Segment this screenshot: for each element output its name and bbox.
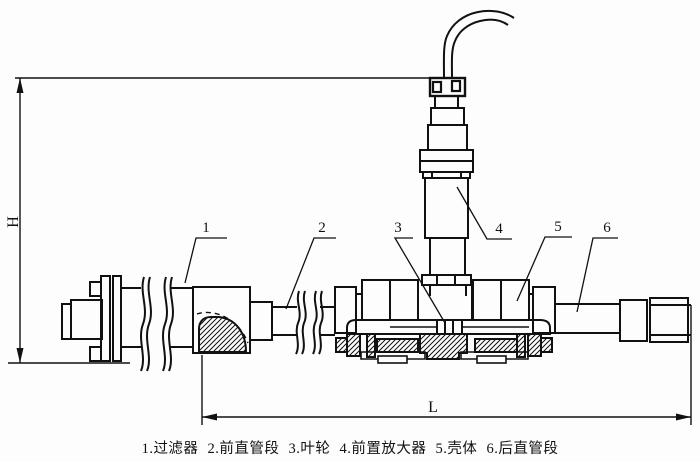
body-foot-right [476, 355, 507, 364]
inlet-fitting [61, 299, 103, 340]
leader-part-5 [516, 236, 572, 302]
leader-part-4 [456, 186, 512, 240]
part-leaders [184, 186, 618, 324]
l-dimension-label: L [428, 399, 438, 416]
impeller-shaft-lines [436, 320, 463, 334]
filter-element [198, 316, 248, 353]
h-dimension [8, 77, 430, 364]
inlet-flange [89, 275, 122, 362]
front-pipe-section [121, 276, 193, 372]
h-arrow-down [16, 348, 24, 363]
body-foot-left [377, 355, 408, 364]
part-label-1: 1 [202, 220, 210, 236]
preamplifier [419, 76, 474, 286]
body-shelf [346, 319, 551, 335]
intermediate-pipe [272, 290, 335, 355]
l-dimension [201, 305, 692, 425]
signal-cable [442, 9, 515, 79]
leader-part-1 [184, 237, 227, 284]
pipe-break-line [146, 276, 152, 372]
part-label-6: 6 [603, 220, 611, 236]
body-stud-right [516, 333, 526, 358]
pipe-break-line [295, 290, 301, 355]
h-arrow-up [16, 78, 24, 93]
part-label-3: 3 [394, 220, 402, 236]
pipe-break-line [168, 276, 174, 372]
pipe-break-line [301, 290, 307, 355]
pipe-break-line [312, 290, 318, 355]
part-label-5: 5 [554, 219, 562, 235]
pipe-break-line [318, 290, 324, 355]
h-dimension-label: H [5, 216, 22, 228]
part-number-labels: 1 2 3 4 5 6 [202, 219, 611, 237]
flange-bolt-top [89, 281, 102, 297]
device-assembly [61, 9, 691, 372]
meter-body [334, 279, 556, 364]
amplifier-neck [429, 238, 466, 275]
filter-housing [192, 286, 273, 354]
amplifier-body [424, 177, 469, 239]
rear-pipe-coupling [619, 299, 648, 342]
pipe-break-line [162, 276, 168, 372]
l-arrow-right [676, 413, 691, 421]
caption: 1.过滤器 2.前直管段 3.叶轮 4.前置放大器 5.壳体 6.后直管段 [141, 441, 559, 457]
body-end-cap-right [532, 286, 556, 334]
pipe-break-line [140, 276, 146, 372]
part-label-2: 2 [318, 220, 326, 236]
flange-bolt-bottom [89, 346, 102, 362]
body-stud-left [366, 333, 376, 358]
leader-part-2 [285, 237, 336, 310]
rear-pipe-section [555, 297, 691, 343]
body-end-cap-left [334, 286, 357, 334]
outlet-fitting [649, 297, 689, 343]
impeller-section [335, 333, 553, 364]
l-arrow-left [202, 413, 217, 421]
impeller-hub [419, 333, 468, 360]
cable-gland [428, 76, 467, 98]
part-label-4: 4 [495, 221, 503, 237]
leader-part-6 [576, 237, 618, 313]
neck-flange [421, 274, 472, 286]
leader-part-3 [393, 237, 446, 324]
filter-outlet-boss [249, 301, 273, 341]
filter-mesh-arc [196, 311, 249, 344]
